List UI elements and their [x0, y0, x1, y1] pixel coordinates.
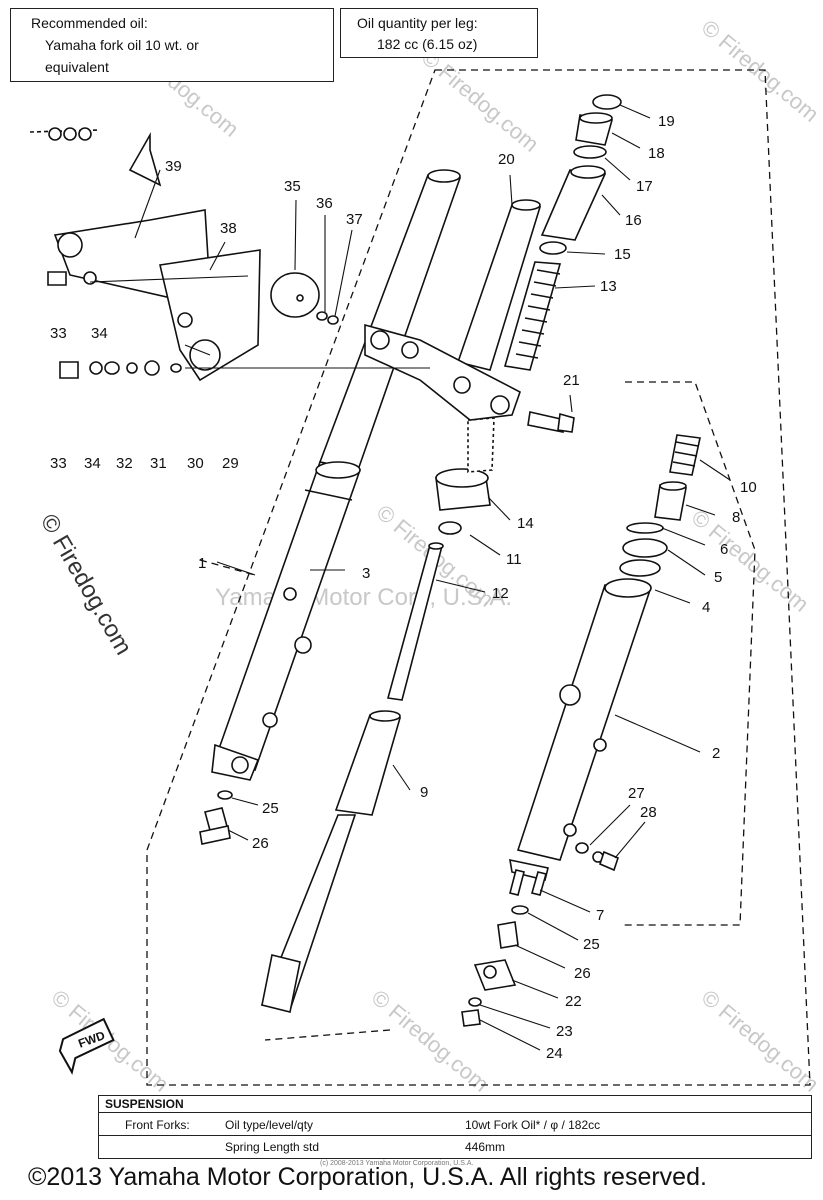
watermark-yamaha: Yamaha Motor Corp, U.S.A. — [215, 584, 512, 611]
watermark-firedog-large: © Firedog.com — [35, 510, 137, 660]
part-label: 39 — [165, 158, 182, 175]
recommended-oil-title: Recommended oil: — [31, 15, 148, 31]
part-label: 33 — [50, 455, 67, 472]
part-label: 34 — [84, 455, 101, 472]
part-label: 14 — [517, 515, 534, 532]
part-label: 10 — [740, 479, 757, 496]
part-label: 21 — [563, 372, 580, 389]
assembly-outline — [146, 69, 811, 1086]
part-label: 9 — [420, 784, 428, 801]
part-label: 26 — [574, 965, 591, 982]
part-label: 35 — [284, 178, 301, 195]
part-label: 36 — [316, 195, 333, 212]
part-label: 19 — [658, 113, 675, 130]
part-label: 33 — [50, 325, 67, 342]
part-label: 18 — [648, 145, 665, 162]
watermark-firedog: © Firedog.com — [697, 15, 823, 127]
part-label: 27 — [628, 785, 645, 802]
part-label: 15 — [614, 246, 631, 263]
part-label: 11 — [506, 551, 522, 568]
recommended-oil-box: Recommended oil: Yamaha fork oil 10 wt. … — [10, 8, 334, 82]
part-label: 25 — [262, 800, 279, 817]
part-label: 30 — [187, 455, 204, 472]
part-label: 26 — [252, 835, 269, 852]
part-label: 5 — [714, 569, 722, 586]
right-upper-parts — [456, 94, 622, 371]
spec-header: SUSPENSION — [105, 1097, 184, 1111]
part-labels: 1 2 3 4 5 6 7 8 9 10 11 12 13 14 15 16 1… — [50, 113, 757, 1062]
part-label: 34 — [91, 325, 108, 342]
part-label: 20 — [498, 151, 515, 168]
left-fork-leg — [199, 169, 462, 845]
part-label: 25 — [583, 936, 600, 953]
fwd-arrow-icon: FWD — [58, 1017, 115, 1075]
spec-row1-label: Front Forks: — [125, 1118, 190, 1132]
part-label: 3 — [362, 565, 370, 582]
part-label: 13 — [600, 278, 617, 295]
part-label: 38 — [220, 220, 237, 237]
part-label: 22 — [565, 993, 582, 1010]
spec-divider — [99, 1112, 811, 1113]
spec-divider — [99, 1135, 811, 1136]
part-label: 23 — [556, 1023, 573, 1040]
part-label: 8 — [732, 509, 740, 526]
spec-row1-value: 10wt Fork Oil* / φ / 182cc — [465, 1118, 601, 1132]
part-label: 31 — [150, 455, 167, 472]
part-label: 28 — [640, 804, 657, 821]
recommended-oil-line2: equivalent — [45, 59, 109, 75]
spec-row2-value: 446mm — [465, 1140, 506, 1154]
suspension-spec-table: SUSPENSION Front Forks: Oil type/level/q… — [98, 1095, 812, 1159]
damper-and-tube — [260, 417, 495, 1013]
part-label: 7 — [596, 907, 604, 924]
oil-quantity-box: Oil quantity per leg: 182 cc (6.15 oz) — [340, 8, 538, 58]
watermark-firedog: © Firedog.com — [417, 45, 544, 157]
part-label: 29 — [222, 455, 239, 472]
spec-row2-item: Spring Length std — [225, 1140, 320, 1154]
part-label: 17 — [636, 178, 653, 195]
recommended-oil-line1: Yamaha fork oil 10 wt. or — [45, 37, 199, 53]
right-fork-leg — [461, 434, 701, 1027]
leader-lines — [89, 104, 731, 1051]
oil-quantity-title: Oil quantity per leg: — [357, 15, 478, 31]
part-label: 16 — [625, 212, 642, 229]
part-label: 32 — [116, 455, 133, 472]
part-label: 4 — [702, 599, 710, 616]
part-label: 1 — [198, 555, 206, 572]
part-label: 2 — [712, 745, 720, 762]
part-label: 6 — [720, 541, 728, 558]
part-label: 12 — [492, 585, 509, 602]
part-label: 37 — [346, 211, 363, 228]
watermark-firedog: © Firedog.com — [697, 985, 823, 1097]
spec-row1-item: Oil type/level/qty — [225, 1118, 314, 1132]
headlight-bracket — [29, 127, 339, 382]
copyright-footer: ©2013 Yamaha Motor Corporation, U.S.A. A… — [28, 1163, 707, 1191]
tiny-copyright-note: (c) 2008-2013 Yamaha Motor Corporation, … — [320, 1160, 474, 1167]
oil-quantity-value: 182 cc (6.15 oz) — [377, 36, 478, 52]
part-label: 24 — [546, 1045, 563, 1062]
under-bracket — [364, 323, 575, 433]
